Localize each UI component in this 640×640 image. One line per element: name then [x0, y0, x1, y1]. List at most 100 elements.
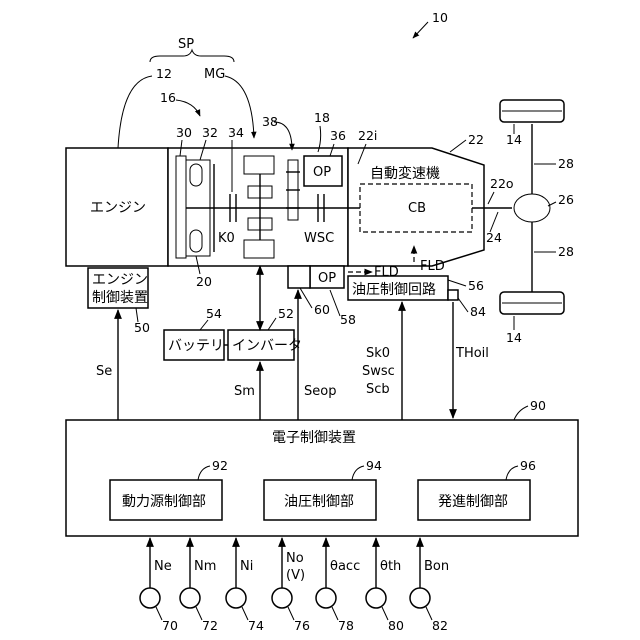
sensor-ref-number: 80: [388, 618, 404, 633]
engine-control-label-2: 制御装置: [92, 290, 148, 306]
sensor-signal-label: Bon: [424, 559, 449, 574]
sk0-signal: Sk0: [366, 346, 390, 361]
engine-control-label-1: エンジン: [92, 272, 148, 288]
sensor-icon: [226, 588, 246, 608]
sensor-ref-number: 72: [202, 618, 218, 633]
ref-96: 96: [520, 458, 536, 473]
sensor-signal-label: θth: [380, 559, 401, 574]
ref-24: 24: [486, 230, 502, 245]
sensor-ref-leader: [288, 607, 294, 620]
sensor-icon: [272, 588, 292, 608]
sensor-signal-label: Ni: [240, 559, 253, 574]
sensor-signal-label: No: [286, 551, 304, 566]
ref-28-top: 28: [558, 156, 574, 171]
sensor-ref-leader: [196, 607, 202, 620]
sensor-ref-leader: [242, 607, 248, 620]
ref-84-leader: [458, 298, 468, 312]
sensor-icon: [316, 588, 336, 608]
sensor-icon: [180, 588, 200, 608]
ref-36: 36: [330, 128, 346, 143]
engine-ref-label: 12: [156, 66, 172, 81]
figure-number: 10: [432, 10, 448, 25]
ref-34: 34: [228, 125, 244, 140]
ref-26: 26: [558, 192, 574, 207]
mg-label: MG: [204, 67, 225, 82]
hydraulic-circuit-label: 油圧制御回路: [352, 282, 436, 298]
sensor-ref-leader: [426, 607, 432, 620]
ref-22: 22: [468, 132, 484, 147]
ref-52: 52: [278, 306, 294, 321]
ref-50: 50: [134, 320, 150, 335]
sensor-ref-leader: [332, 607, 338, 620]
ref-52-leader: [268, 318, 276, 330]
op-mech-label: OP: [313, 165, 331, 180]
swsc-signal: Swsc: [362, 364, 395, 379]
sensor-signal-label-sub: (V): [286, 568, 305, 583]
ref-56: 56: [468, 278, 484, 293]
op-elec-motor: [288, 266, 310, 288]
ref-16-leader: [176, 100, 200, 116]
engine-ref-leader: [118, 76, 152, 148]
ref-56-leader: [448, 280, 466, 286]
ref-90-leader: [514, 406, 528, 420]
power-source-control-label: 動力源制御部: [122, 494, 206, 510]
ref-14-top: 14: [506, 132, 522, 147]
ref-30: 30: [176, 125, 192, 140]
ref-84: 84: [470, 304, 486, 319]
wsc-label: WSC: [304, 231, 334, 246]
ref-90: 90: [530, 398, 546, 413]
transmission-label: 自動変速機: [370, 165, 440, 182]
cb-label: CB: [408, 201, 426, 216]
ref-22o-leader: [488, 192, 494, 204]
sensor-ref-number: 76: [294, 618, 310, 633]
sensor-icon: [366, 588, 386, 608]
sensor-ref-number: 70: [162, 618, 178, 633]
ref-58-leader: [330, 290, 340, 316]
battery-label: バッテリ: [168, 338, 224, 354]
ref-28-bottom: 28: [558, 244, 574, 259]
sensor-ref-leader: [382, 607, 388, 620]
ref-14-bottom: 14: [506, 330, 522, 345]
sm-signal: Sm: [234, 384, 255, 399]
op-elec-label: OP: [318, 271, 336, 286]
mg-ref-16: 16: [160, 90, 176, 105]
k0-label: K0: [218, 231, 235, 246]
ref-24-leader: [490, 212, 498, 232]
ref-94: 94: [366, 458, 382, 473]
sensor-group: Ne70Nm72Ni74No(V)76θacc78θth80Bon82: [140, 538, 449, 633]
start-control-label: 発進制御部: [438, 494, 508, 510]
sensor-ref-number: 82: [432, 618, 448, 633]
ref-60: 60: [314, 302, 330, 317]
scb-signal: Scb: [366, 382, 390, 397]
oil-temp-sensor: [448, 290, 458, 300]
ref-22i: 22i: [358, 128, 377, 143]
ref-60-leader: [300, 288, 312, 308]
differential: [514, 194, 550, 222]
figure-number-arrow: [413, 22, 428, 38]
ref-18: 18: [314, 110, 330, 125]
ref-54: 54: [206, 306, 222, 321]
inverter-label: インバータ: [232, 338, 302, 354]
ref-22-leader: [450, 140, 466, 152]
se-signal: Se: [96, 364, 112, 379]
fld-lower-label: FLD: [374, 265, 399, 280]
sensor-ref-number: 74: [248, 618, 264, 633]
ref-58: 58: [340, 312, 356, 327]
sensor-ref-leader: [156, 607, 162, 620]
ref-20: 20: [196, 274, 212, 289]
engine-label: エンジン: [90, 200, 146, 216]
sensor-icon: [410, 588, 430, 608]
sensor-signal-label: θacc: [330, 559, 360, 574]
ref-92: 92: [212, 458, 228, 473]
ref-54-leader: [200, 320, 208, 330]
seop-signal: Seop: [304, 384, 336, 399]
thoil-signal: THoil: [455, 346, 489, 361]
sensor-icon: [140, 588, 160, 608]
ecu-label: 電子制御装置: [272, 430, 356, 446]
ref-22o: 22o: [490, 176, 514, 191]
hydraulic-control-label: 油圧制御部: [284, 494, 354, 510]
sensor-signal-label: Nm: [194, 559, 216, 574]
fld-upper-label: FLD: [420, 259, 445, 274]
ref-38: 38: [262, 114, 278, 129]
